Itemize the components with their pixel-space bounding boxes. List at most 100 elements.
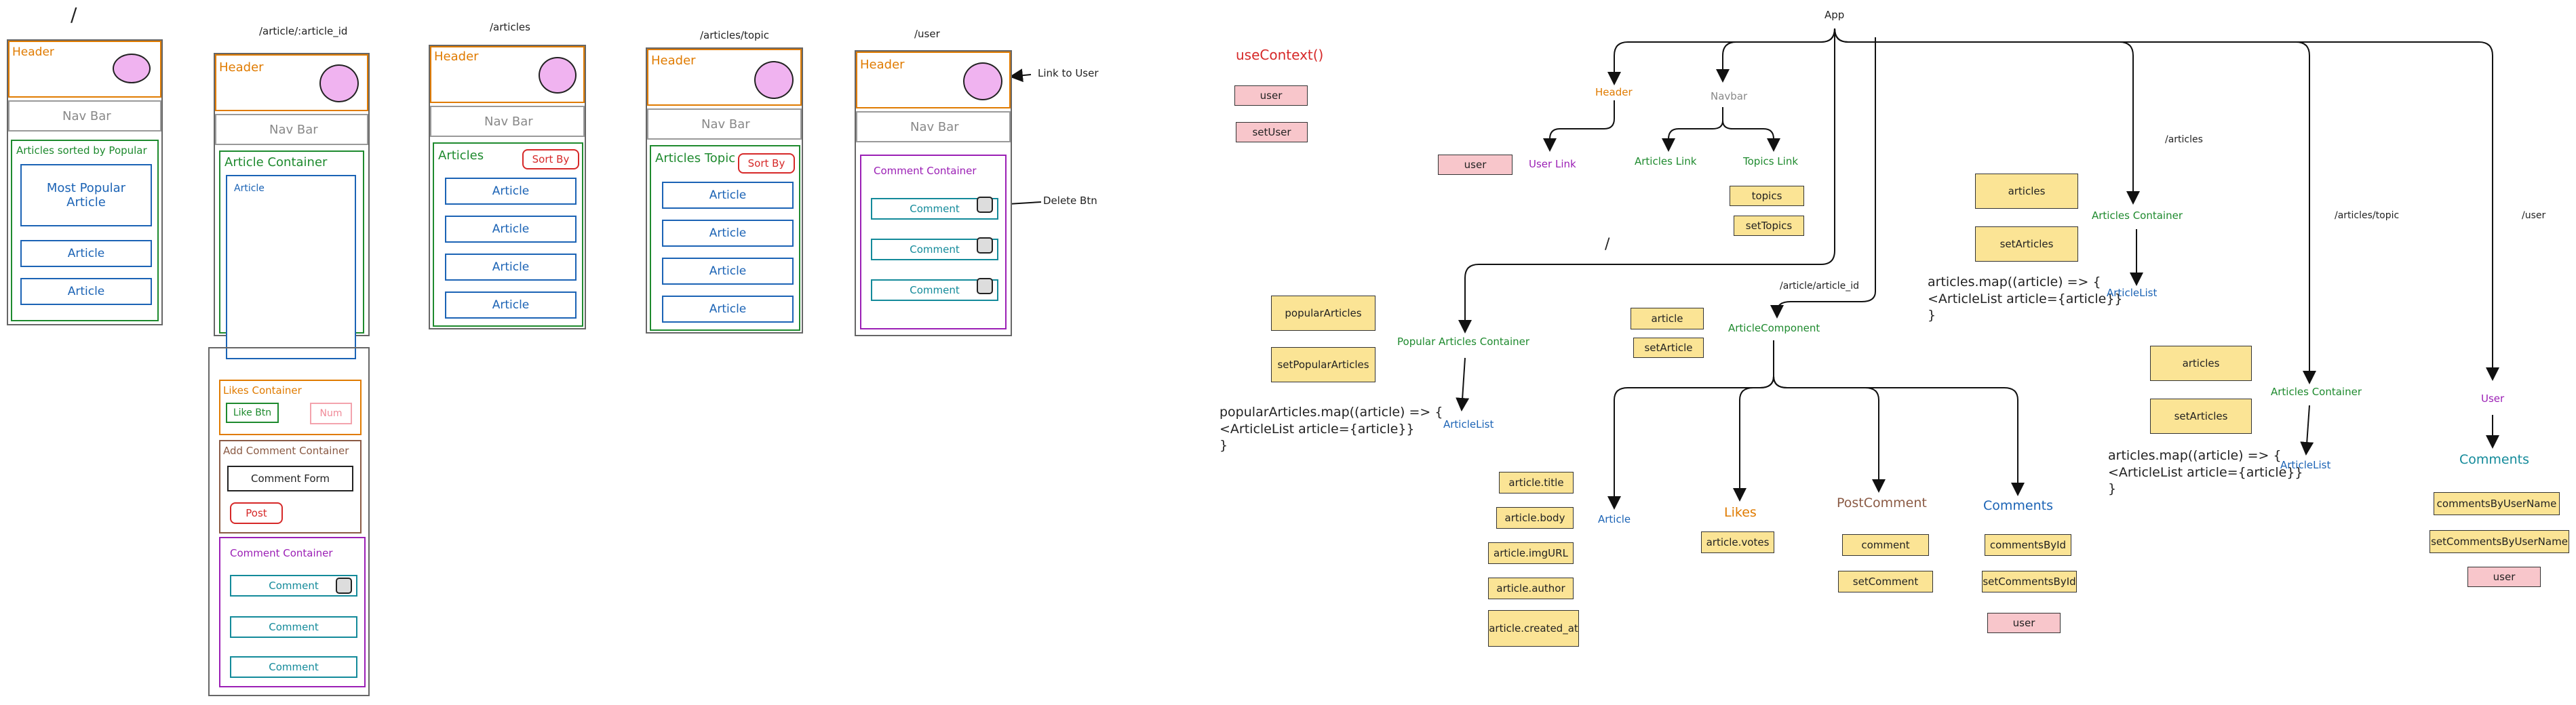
article-list-node: ArticleList xyxy=(1443,418,1494,430)
sort-by-button[interactable]: Sort By xyxy=(522,149,579,169)
articles-list-node: ArticleList xyxy=(2107,287,2158,299)
topic-route-label: /articles/topic xyxy=(2335,210,2400,221)
set-comment-state: setComment xyxy=(1838,571,1933,592)
header-block: Header xyxy=(215,54,368,111)
route-label-user: /user xyxy=(914,28,940,40)
comment-form-input[interactable]: Comment Form xyxy=(227,466,353,491)
articles-title: Articles xyxy=(438,148,484,163)
popular-connector xyxy=(1456,357,1470,411)
home-wireframe: Header Nav Bar Articles sorted by Popula… xyxy=(7,39,163,325)
header-label: Header xyxy=(651,54,696,68)
popular-articles-container: Articles sorted by Popular Most Popular … xyxy=(11,140,159,321)
route-label-home: / xyxy=(71,3,77,26)
comment-container-title: Comment Container xyxy=(874,165,977,177)
container-title: Article Container xyxy=(225,155,328,169)
article-lower-frame: Likes Container Like Btn Num Add Comment… xyxy=(208,347,370,696)
context-set-user: setUser xyxy=(1236,122,1308,142)
articles-state: articles xyxy=(1975,174,2078,209)
header-block: Header xyxy=(856,52,1011,108)
navbar-block: Nav Bar xyxy=(430,106,585,137)
comments-by-username-state: commentsByUserName xyxy=(2434,492,2560,515)
avatar-icon[interactable] xyxy=(754,61,794,99)
article-prop: article.imgURL xyxy=(1488,542,1574,564)
header-block: Header xyxy=(430,46,585,103)
navbar-connector xyxy=(1722,107,1780,152)
container-title: Articles sorted by Popular xyxy=(16,144,147,157)
header-block: Header xyxy=(647,49,802,106)
likes-title: Likes Container xyxy=(223,384,302,397)
article-node: Article xyxy=(1598,513,1631,525)
most-popular-article[interactable]: Most Popular Article xyxy=(20,164,152,226)
topic-title: Articles Topic xyxy=(655,151,736,165)
articles-wireframe: Header Nav Bar Articles Sort By Article … xyxy=(429,45,586,329)
article-card[interactable]: Article xyxy=(20,240,152,267)
articles-route-label: /articles xyxy=(2165,134,2203,145)
comments-user-state: user xyxy=(1987,613,2061,633)
comment-text: Comment xyxy=(269,580,319,592)
article-card[interactable]: Article xyxy=(445,291,577,319)
topic-set-articles-state: setArticles xyxy=(2150,399,2252,434)
article-prop: article.body xyxy=(1496,507,1574,529)
navbar-block: Nav Bar xyxy=(215,114,368,145)
app-node: App xyxy=(1824,9,1845,21)
article-component-connector xyxy=(1773,340,1886,493)
article-prop: article.title xyxy=(1499,472,1574,494)
navbar-connector xyxy=(1662,107,1723,152)
link-to-user-callout: Link to User xyxy=(1038,67,1099,79)
article-card[interactable]: Article xyxy=(445,178,577,205)
article-card[interactable]: Article xyxy=(662,182,794,209)
delete-comment-icon[interactable] xyxy=(336,578,352,594)
delete-comment-icon[interactable] xyxy=(977,237,993,254)
article-card[interactable]: Article xyxy=(20,278,152,305)
article-card[interactable]: Article xyxy=(662,258,794,285)
topic-articles-container-node: Articles Container xyxy=(2271,386,2362,398)
topic-wireframe: Header Nav Bar Articles Topic Sort By Ar… xyxy=(646,47,803,334)
articles-link-node: Articles Link xyxy=(1635,155,1697,167)
route-label-articles: /articles xyxy=(490,21,530,33)
article-component-connector xyxy=(1733,340,1774,502)
delete-comment-icon[interactable] xyxy=(977,278,993,294)
article-card[interactable]: Article xyxy=(445,254,577,281)
post-button[interactable]: Post xyxy=(230,502,283,524)
article-component-connector xyxy=(1607,340,1774,510)
article-block[interactable]: Article xyxy=(226,175,356,359)
article-prop: article.author xyxy=(1488,578,1574,599)
navbar-node: Navbar xyxy=(1711,90,1748,102)
likes-node: Likes xyxy=(1724,505,1757,520)
avatar-icon[interactable] xyxy=(539,57,577,94)
article-card[interactable]: Article xyxy=(662,220,794,247)
comments-by-id-state: commentsById xyxy=(1985,534,2071,556)
article-card[interactable]: Article xyxy=(662,296,794,323)
comment-container: Comment Container Comment Comment Commen… xyxy=(860,155,1007,329)
delete-comment-icon[interactable] xyxy=(977,197,993,213)
set-comments-by-username-state: setCommentsByUserName xyxy=(2429,530,2569,553)
user-link-node: User Link xyxy=(1529,158,1576,170)
context-user: user xyxy=(1234,85,1308,106)
header-user-state: user xyxy=(1438,155,1513,175)
comment-container: Comment Container Comment Comment Commen… xyxy=(219,537,366,687)
set-comments-by-id-state: setCommentsById xyxy=(1982,571,2077,592)
avatar-icon[interactable] xyxy=(963,62,1002,100)
root-route-label: / xyxy=(1605,236,1610,253)
comments-node: Comments xyxy=(1983,498,2053,513)
avatar-icon[interactable] xyxy=(319,64,359,102)
app-connector xyxy=(1607,28,1835,85)
topics-link-node: Topics Link xyxy=(1743,155,1799,167)
avatar-icon[interactable] xyxy=(113,54,151,83)
article-component-node: ArticleComponent xyxy=(1728,322,1820,334)
user-comments-node: Comments xyxy=(2459,452,2529,467)
article-card[interactable]: Article xyxy=(445,216,577,243)
comment-state: comment xyxy=(1842,534,1929,556)
like-button[interactable]: Like Btn xyxy=(226,403,279,423)
set-article-state: setArticle xyxy=(1633,338,1704,358)
navbar-label: Nav Bar xyxy=(269,123,318,137)
user-node: User xyxy=(2481,392,2505,405)
comment-item: Comment xyxy=(230,656,357,678)
post-comment-node: PostComment xyxy=(1837,496,1927,510)
navbar-block: Nav Bar xyxy=(647,108,802,140)
comment-container-title: Comment Container xyxy=(230,547,333,559)
add-comment-container: Add Comment Container Comment Form Post xyxy=(219,440,362,533)
sort-by-button[interactable]: Sort By xyxy=(738,153,795,174)
